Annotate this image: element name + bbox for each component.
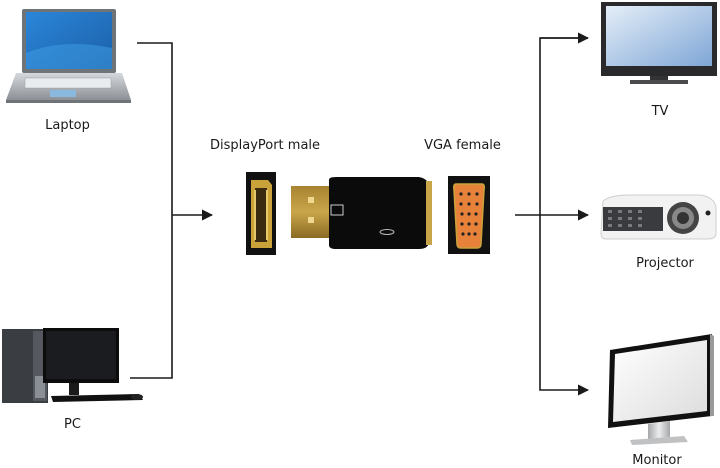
pc-label: PC <box>64 417 81 432</box>
tv-label: TV <box>651 104 669 119</box>
monitor-icon <box>604 332 714 448</box>
projector-icon <box>600 193 718 243</box>
desktop-pc-icon <box>1 326 147 406</box>
line-targets <box>539 37 590 396</box>
vga-connector-icon <box>448 176 490 254</box>
displayport-connector-icon <box>246 172 276 255</box>
tv-icon <box>600 0 718 86</box>
projector-label: Projector <box>636 256 694 271</box>
displayport-male-label: DisplayPort male <box>209 138 321 153</box>
vga-female-label: VGA female <box>424 138 501 153</box>
monitor-label: Monitor <box>632 453 682 468</box>
laptop-icon <box>3 8 131 104</box>
adapter-icon <box>291 175 434 251</box>
laptop-label: Laptop <box>45 118 90 133</box>
line-laptop <box>130 42 173 379</box>
